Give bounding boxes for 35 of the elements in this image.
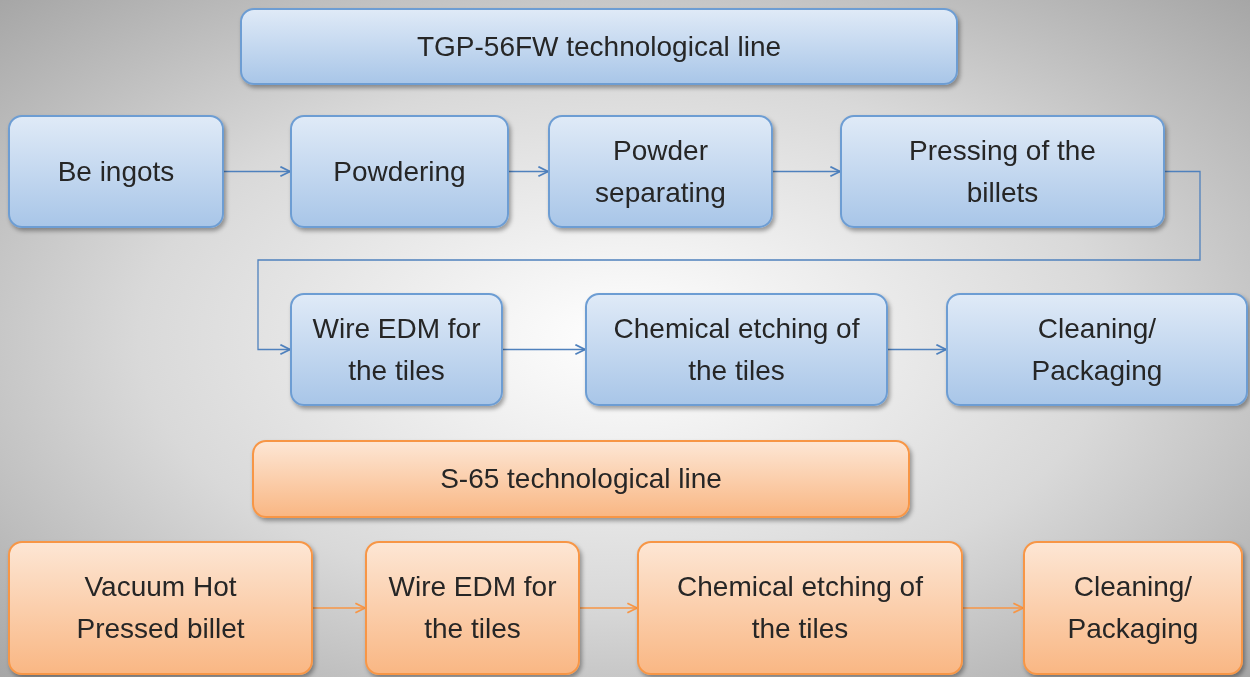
process-box [585,293,888,406]
process-box [840,115,1165,228]
title-box [240,8,958,85]
arrow [508,165,549,178]
process-box [290,115,509,228]
arrow [962,602,1024,614]
box-text: Be ingots [57,154,175,189]
box-text: Vacuum Hot Pressed billet [75,570,246,646]
box-text: Pressing of the billets [908,133,1097,210]
arrow [887,343,947,356]
process-box [365,541,580,675]
box-text: Cleaning/ Packaging [1066,570,1200,646]
box-text: Cleaning/ Packaging [1030,311,1164,388]
process-box [290,293,503,406]
process-box [8,115,224,228]
box-text: Powdering [333,154,466,189]
box-text: TGP-56FW technological line [416,29,782,64]
arrow [579,602,638,614]
box-text: S-65 technological line [440,462,722,496]
arrow [502,343,586,356]
process-box [1023,541,1243,675]
process-box [548,115,773,228]
arrow [772,165,841,178]
box-text: Wire EDM for the tiles [311,311,482,388]
process-box [946,293,1248,406]
arrow [257,170,1201,356]
process-box [8,541,313,675]
process-box [637,541,963,675]
arrow [223,165,291,178]
box-text: Powder separating [594,133,727,210]
box-text: Chemical etching of the tiles [676,570,924,646]
box-text: Wire EDM for the tiles [387,570,558,646]
box-text: Chemical etching of the tiles [612,311,861,388]
title-box [252,440,910,518]
arrow [312,602,366,614]
